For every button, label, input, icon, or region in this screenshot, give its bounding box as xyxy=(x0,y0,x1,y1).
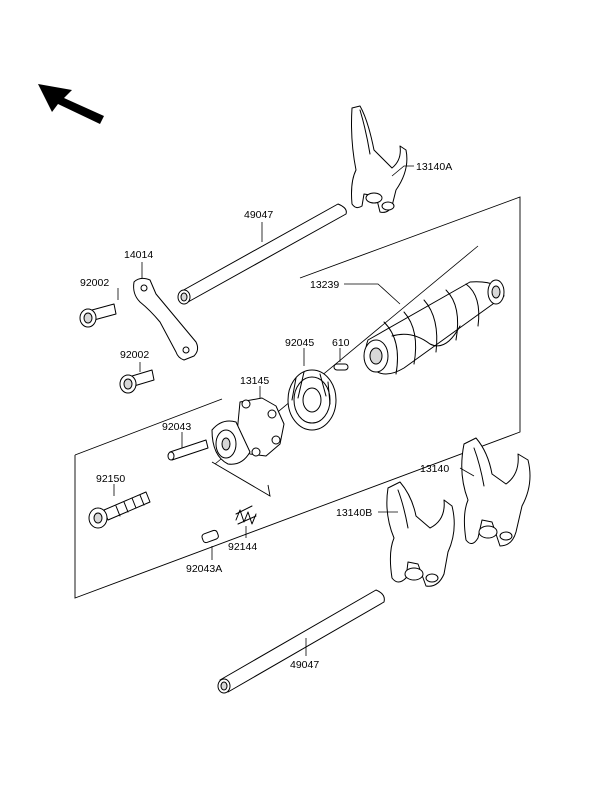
leader-lines xyxy=(113,165,475,656)
label-92150: 92150 xyxy=(96,473,125,485)
label-610: 610 xyxy=(332,337,350,349)
shift-rod-49047-upper xyxy=(177,203,347,305)
pin-92043 xyxy=(167,439,209,461)
label-13140b: 13140B xyxy=(336,507,372,519)
label-92144: 92144 xyxy=(228,541,257,553)
pin-92043a xyxy=(201,529,219,544)
label-49047-lower: 49047 xyxy=(290,659,319,671)
shift-fork-13140b xyxy=(386,481,455,587)
spring-92144 xyxy=(235,505,257,525)
label-92043: 92043 xyxy=(162,421,191,433)
label-13140: 13140 xyxy=(420,463,449,475)
label-13140a: 13140A xyxy=(416,161,452,173)
label-13145: 13145 xyxy=(240,375,269,387)
shift-drum-13239 xyxy=(363,279,505,375)
shift-fork-13140a xyxy=(351,105,408,213)
label-92045: 92045 xyxy=(285,337,314,349)
label-49047-upper: 49047 xyxy=(244,209,273,221)
retainer-plate-14014 xyxy=(133,277,199,361)
pin-610 xyxy=(333,363,349,371)
bolt-92150 xyxy=(88,491,151,529)
drum-cam-13145 xyxy=(211,397,285,465)
label-14014: 14014 xyxy=(124,249,153,261)
label-92043a: 92043A xyxy=(186,563,222,575)
bearing-92045 xyxy=(287,369,337,431)
shift-fork-13140 xyxy=(461,437,531,547)
bolt-92002-lower xyxy=(119,369,155,394)
label-92002-lower: 92002 xyxy=(120,349,149,361)
label-92002-upper: 92002 xyxy=(80,277,109,289)
direction-arrow-icon xyxy=(38,84,104,124)
shift-rod-49047-lower xyxy=(217,589,385,694)
bolt-92002-upper xyxy=(79,303,117,328)
part-labels: 13140A 49047 14014 92002 92002 13239 920… xyxy=(80,161,452,671)
label-13239: 13239 xyxy=(310,279,339,291)
